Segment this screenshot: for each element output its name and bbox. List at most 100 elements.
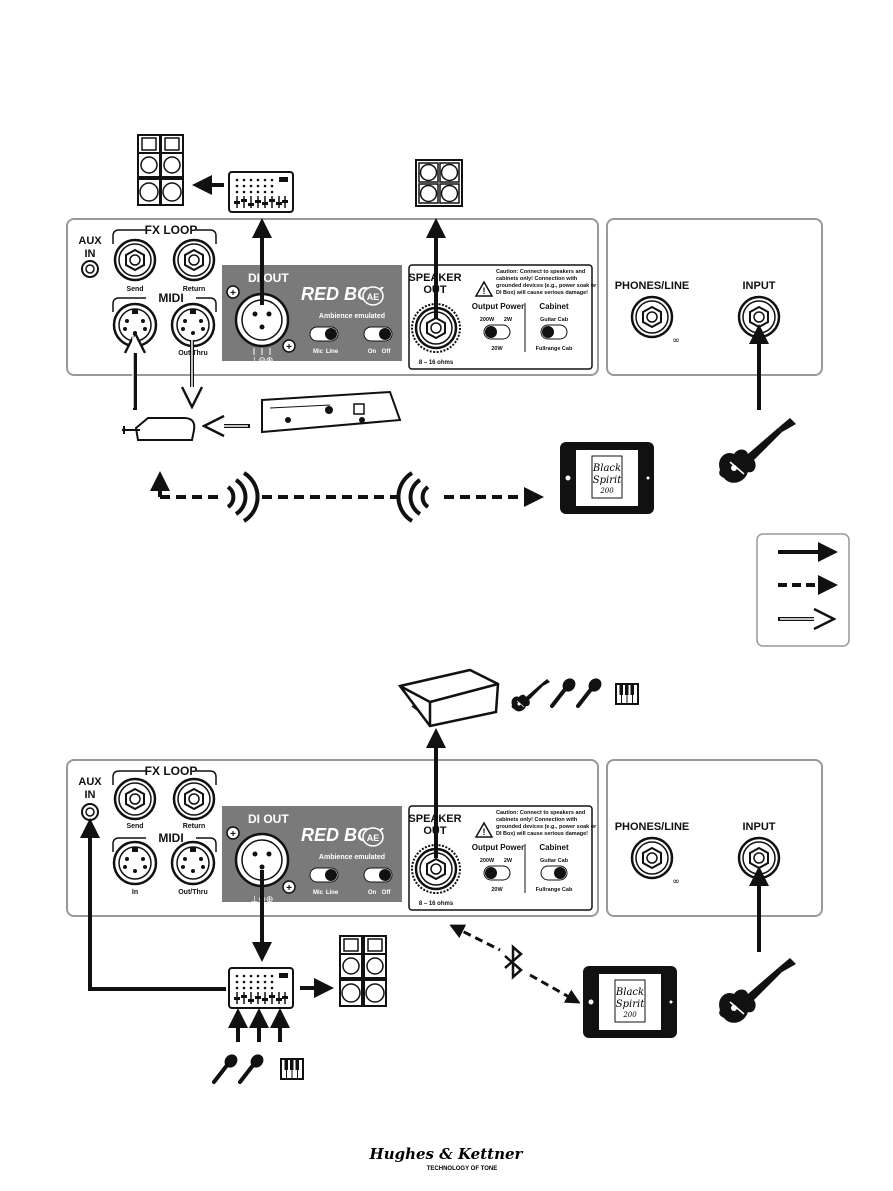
svg-text:+: + bbox=[286, 883, 292, 894]
send-jack-2 bbox=[113, 777, 157, 821]
ae-badge: AE bbox=[367, 292, 380, 302]
caution-line-4: DI Box) will cause serious damage! bbox=[496, 290, 588, 296]
wireless-icon bbox=[226, 471, 260, 523]
on-label-2: On bbox=[368, 890, 377, 896]
ae-badge-2: AE bbox=[367, 833, 380, 843]
app-line2: Spirit bbox=[593, 475, 622, 486]
speaker-out-section bbox=[408, 264, 593, 370]
phones-jack-2 bbox=[630, 836, 674, 880]
midi-controller-icon bbox=[261, 390, 402, 434]
brand-tagline: TECHNOLOGY OF TONE bbox=[427, 1166, 497, 1172]
w20-label-2: 20W bbox=[491, 887, 503, 893]
return-jack bbox=[172, 238, 216, 282]
send-jack bbox=[113, 238, 157, 282]
speaker-out-section-2 bbox=[408, 805, 593, 911]
bluetooth-icon bbox=[504, 944, 523, 980]
line-label: Line bbox=[326, 349, 339, 355]
app-line3: 200 bbox=[599, 487, 614, 495]
tablet-icon: Black Spirit 200 bbox=[559, 441, 655, 515]
off-label-2: Off bbox=[382, 890, 392, 896]
svg-text:∞: ∞ bbox=[672, 877, 680, 887]
caution-line-4-b: DI Box) will cause serious damage! bbox=[496, 831, 588, 837]
fx-loop-label-2: FX LOOP bbox=[145, 764, 198, 778]
guitar-icon bbox=[718, 417, 797, 484]
midi-dongle-icon bbox=[122, 417, 196, 441]
microphone-icon-3 bbox=[212, 1049, 243, 1084]
app-line3-2: 200 bbox=[622, 1011, 637, 1019]
mic-label-2: Mic bbox=[313, 890, 324, 896]
caution-line-1: Caution: Connect to speakers and bbox=[496, 269, 585, 275]
arrow-mixer-to-aux bbox=[80, 818, 226, 991]
keyboard-icon bbox=[615, 683, 639, 705]
out-thru-label-2: Out/Thru bbox=[178, 889, 208, 896]
aux-in-jack bbox=[81, 260, 99, 278]
cabinet-label: Cabinet bbox=[539, 302, 569, 311]
bluetooth-link-1 bbox=[449, 924, 501, 952]
speaker-stack-icon-2 bbox=[339, 935, 387, 1007]
guitar-cab-label-2: Guitar Cab bbox=[540, 858, 569, 864]
svg-text:!: ! bbox=[483, 286, 486, 296]
send-label-2: Send bbox=[126, 823, 143, 830]
app-line1-2: Black bbox=[615, 987, 644, 998]
mic-label: Mic bbox=[313, 349, 324, 355]
wireless-icon-2 bbox=[396, 471, 430, 523]
app-line1: Black bbox=[592, 463, 621, 474]
cabinet-label-2: Cabinet bbox=[539, 843, 569, 852]
midi-out-jack bbox=[170, 302, 216, 348]
brand-logo: Hughes & Kettner bbox=[369, 1145, 524, 1163]
w2-label: 2W bbox=[504, 317, 513, 323]
return-label-2: Return bbox=[183, 823, 206, 830]
caution-line-2: cabinets only! Connection with bbox=[496, 276, 578, 282]
phones-line-label-2: PHONES/LINE bbox=[615, 821, 690, 833]
fullrange-cab-label-2: Fullrange Cab bbox=[536, 887, 573, 893]
fullrange-cab-label: Fullrange Cab bbox=[536, 346, 573, 352]
di-out-label-2: DI OUT bbox=[248, 812, 289, 826]
app-line2-2: Spirit bbox=[616, 999, 645, 1010]
xlr-jack bbox=[234, 292, 290, 348]
fx-loop-label: FX LOOP bbox=[145, 223, 198, 237]
input-label-2: INPUT bbox=[743, 821, 776, 833]
amp-front-panel bbox=[606, 218, 823, 376]
line-label-2: Line bbox=[326, 890, 339, 896]
aux-in-jack-2 bbox=[81, 803, 99, 821]
midi-label-2: MIDI bbox=[158, 831, 183, 845]
phones-jack bbox=[630, 295, 674, 339]
pa-monitor-icon bbox=[397, 668, 500, 728]
microphone-icon bbox=[550, 673, 581, 708]
amp-front-panel-2 bbox=[606, 759, 823, 917]
speaker-stack-icon bbox=[137, 134, 184, 206]
svg-text:+: + bbox=[230, 288, 236, 299]
input-label: INPUT bbox=[743, 280, 776, 292]
phones-line-label: PHONES/LINE bbox=[615, 280, 690, 292]
legend bbox=[756, 533, 850, 647]
midi-out-jack-2 bbox=[170, 840, 216, 886]
send-label: Send bbox=[126, 286, 143, 293]
microphone-icon-4 bbox=[238, 1049, 269, 1084]
svg-text:+: + bbox=[230, 829, 236, 840]
guitar-cab-label: Guitar Cab bbox=[540, 317, 569, 323]
microphone-icon-2 bbox=[576, 673, 607, 708]
speaker-cab-icon bbox=[415, 159, 463, 207]
midi-in-jack-2 bbox=[112, 840, 158, 886]
ambience-label: Ambience emulated bbox=[319, 313, 385, 320]
return-label: Return bbox=[183, 286, 206, 293]
on-label: On bbox=[368, 349, 377, 355]
svg-text:⊥⊖⊕: ⊥⊖⊕ bbox=[251, 356, 274, 366]
midi-label: MIDI bbox=[158, 291, 183, 305]
svg-text:!: ! bbox=[483, 827, 486, 837]
tablet-icon-2: Black Spirit 200 bbox=[582, 965, 678, 1039]
caution-line-3-b: grounded devices (e.g., power soak or bbox=[496, 824, 597, 830]
return-jack-2 bbox=[172, 777, 216, 821]
mixer-icon bbox=[228, 171, 294, 213]
keyboard-icon-2 bbox=[280, 1058, 304, 1080]
ambience-label-2: Ambience emulated bbox=[319, 854, 385, 861]
caution-line-3: grounded devices (e.g., power soak or bbox=[496, 283, 597, 289]
w2-label-2: 2W bbox=[504, 858, 513, 864]
w200-label-2: 200W bbox=[480, 858, 495, 864]
off-label: Off bbox=[382, 349, 392, 355]
guitar-icon-2 bbox=[718, 957, 797, 1024]
output-power-label-2: Output Power bbox=[472, 843, 524, 852]
in-label-2: In bbox=[132, 889, 138, 896]
